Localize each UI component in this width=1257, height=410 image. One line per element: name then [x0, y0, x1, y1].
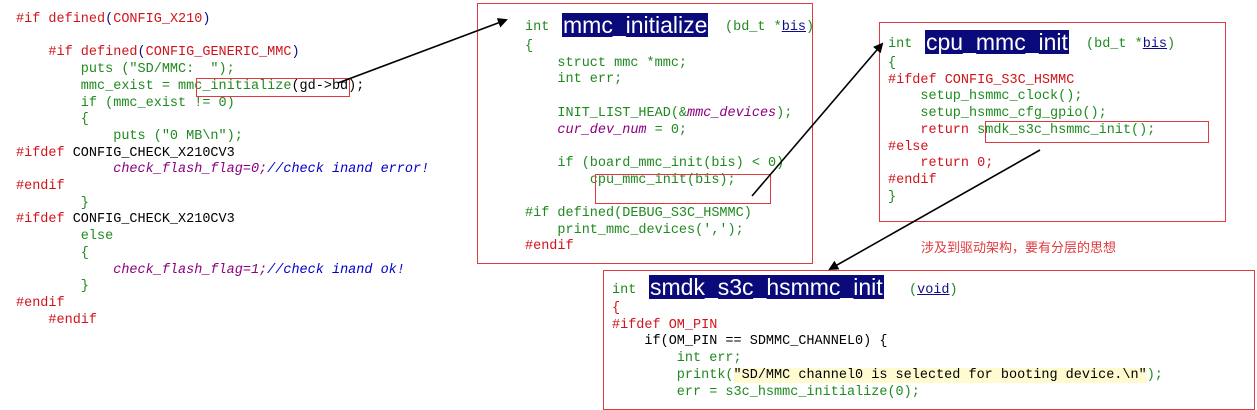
code-line: return 0;	[888, 156, 994, 172]
sig-close: )	[806, 20, 815, 35]
mmc-initialize-body: { struct mmc *mmc; int err; INIT_LIST_HE…	[525, 39, 792, 256]
mmc-initialize-signature: int	[525, 20, 557, 37]
sig-suffix: (	[909, 283, 918, 298]
code-line: #if defined(DEBUG_S3C_HSMMC)	[525, 206, 752, 222]
code-token: printk(	[612, 367, 734, 383]
code-token: )	[202, 12, 211, 27]
code-token: CONFIG_CHECK_X210CV3	[64, 212, 235, 228]
code-line: print_mmc_devices(',');	[525, 222, 744, 238]
code-line: if (board_mmc_init(bis) < 0)	[525, 155, 785, 171]
smdk-body: { #ifdef OM_PIN if(OM_PIN == SDMMC_CHANN…	[612, 301, 1163, 401]
cpu-mmc-init-title: cpu_mmc_init	[925, 29, 1069, 55]
sig-arg: void	[917, 283, 950, 298]
code-token: "SD/MMC channel0 is selected for booting…	[733, 367, 1147, 383]
code-token: #ifdef	[16, 145, 65, 161]
sig-close: )	[1167, 37, 1176, 52]
code-token: smdk_s3c_hsmmc_init();	[977, 122, 1156, 138]
code-token: );	[776, 105, 793, 121]
code-token: = 0;	[646, 122, 688, 138]
code-token: check_flash_flag=0;	[16, 162, 268, 178]
code-token: INIT_LIST_HEAD(&	[525, 105, 688, 121]
smdk-s3c-hsmmc-init-box: int smdk_s3c_hsmmc_init (void) { #ifdef …	[603, 270, 1255, 410]
code-line: struct mmc *mmc;	[525, 55, 688, 71]
sig-close: )	[949, 283, 958, 298]
sig-suffix: (bd_t *	[1086, 37, 1143, 52]
code-line: setup_hsmmc_cfg_gpio();	[888, 106, 1107, 122]
left-code-block: #if defined(CONFIG_X210) #if defined(CON…	[16, 12, 429, 329]
code-token: {	[16, 245, 89, 261]
smdk-title: smdk_s3c_hsmmc_init	[649, 274, 884, 300]
code-line: int err;	[612, 351, 742, 367]
mmc-initialize-title: mmc_initialize	[562, 12, 709, 38]
mmc-initialize-sig-rest: (bd_t *bis)	[725, 20, 814, 37]
sig-prefix: int	[888, 37, 921, 52]
code-token: CONFIG_X210	[113, 12, 203, 27]
mmc-initialize-call-highlight	[196, 78, 350, 97]
code-line: if(OM_PIN == SDMMC_CHANNEL0) {	[612, 334, 888, 350]
code-token: {	[16, 112, 89, 128]
code-token: else	[16, 229, 114, 245]
code-token: }	[16, 279, 89, 295]
code-token: //check inand ok!	[267, 262, 405, 278]
code-line: cpu_mmc_init(bis);	[589, 172, 736, 188]
sig-prefix: int	[525, 20, 558, 35]
sig-suffix: (bd_t *	[725, 20, 782, 35]
code-token: puts ("0 MB\n");	[16, 128, 243, 144]
sig-arg: bis	[1142, 37, 1168, 52]
code-token: #endif	[16, 295, 65, 311]
code-token: //check inand error!	[267, 162, 430, 178]
cpu-mmc-init-call-highlight	[595, 174, 771, 204]
smdk-sig-rest: (void)	[909, 283, 958, 300]
code-token: }	[16, 195, 89, 211]
code-line: #if defined	[16, 12, 106, 27]
cpu-mmc-init-signature: int	[888, 37, 920, 54]
code-line: #else	[888, 139, 929, 155]
code-line: int err;	[525, 72, 623, 88]
code-token: mmc_exist =	[16, 78, 179, 94]
code-line: {	[612, 301, 621, 316]
code-line: setup_hsmmc_clock();	[888, 89, 1083, 105]
code-token: #endif	[16, 179, 65, 195]
code-token: )	[291, 45, 300, 61]
code-token: );	[1146, 367, 1163, 383]
code-line: }	[888, 189, 897, 205]
code-token: if (mmc_exist != 0)	[16, 95, 235, 111]
smdk-signature: int	[612, 283, 644, 300]
code-token: return	[888, 122, 978, 138]
code-token: CONFIG_GENERIC_MMC	[145, 45, 292, 61]
sig-prefix: int	[612, 283, 645, 298]
code-line: #ifdef OM_PIN	[612, 317, 718, 333]
code-token: check_flash_flag=1;	[16, 262, 268, 278]
cpu-mmc-init-sig-rest: (bd_t *bis)	[1086, 37, 1175, 54]
code-token: #endif	[16, 312, 98, 328]
smdk-call-highlight	[985, 121, 1209, 143]
cpu-mmc-init-box: int cpu_mmc_init (bd_t *bis) { #ifdef CO…	[879, 22, 1226, 222]
code-token: #if defined	[16, 45, 138, 61]
architecture-note: 涉及到驱动架构，要有分层的思想	[921, 241, 1117, 256]
mmc-initialize-box: int mmc_initialize (bd_t *bis) { struct …	[477, 3, 814, 264]
code-token: puts ("SD/MMC: ");	[16, 62, 235, 78]
code-line: {	[525, 39, 534, 54]
code-line: #ifdef CONFIG_S3C_HSMMC	[888, 72, 1075, 88]
code-token: (	[105, 12, 114, 27]
code-token: cur_dev_num	[557, 122, 647, 138]
code-token: mmc_initialize	[178, 78, 292, 94]
code-token: (	[137, 45, 146, 61]
code-line: #endif	[888, 172, 937, 188]
code-line: #endif	[525, 239, 574, 255]
code-line: err = s3c_hsmmc_initialize(0);	[612, 384, 920, 400]
code-line: {	[888, 56, 897, 71]
code-token: #ifdef	[16, 212, 65, 228]
code-token: mmc_devices	[687, 105, 777, 121]
code-token: CONFIG_CHECK_X210CV3	[64, 145, 235, 161]
sig-arg: bis	[781, 20, 807, 35]
code-token	[525, 123, 557, 138]
